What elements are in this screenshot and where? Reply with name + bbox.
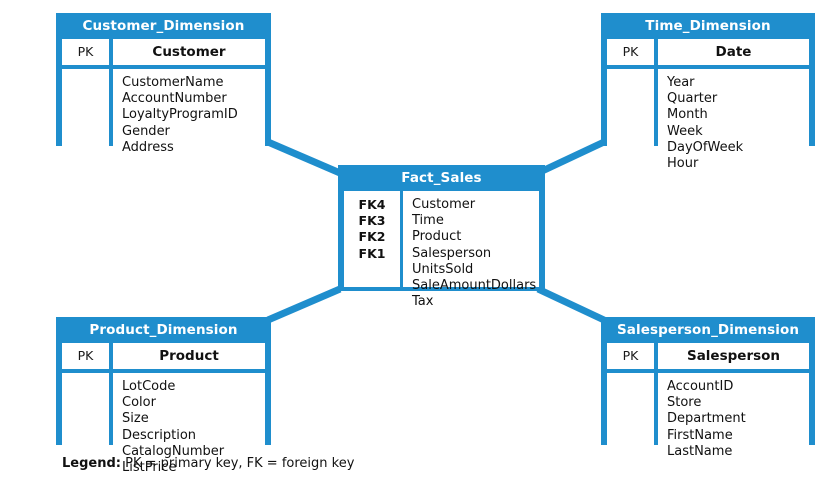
- connector-time-to-fact: [536, 138, 606, 177]
- attribute-item: Size: [122, 411, 149, 427]
- attribute-item: Store: [667, 395, 702, 411]
- entity-body-product-dimension: LotCode Color Size Description CatalogNu…: [62, 373, 265, 475]
- attribute-list-time: Year Quarter Month Week DayOfWeek Hour: [658, 69, 809, 171]
- attribute-item: Product: [412, 229, 462, 245]
- entity-customer-dimension[interactable]: Customer_Dimension PK Customer CustomerN…: [56, 13, 271, 155]
- key-type-label-customer: PK: [62, 39, 109, 65]
- attribute-item: Customer: [412, 197, 476, 212]
- attribute-item: Hour: [667, 156, 699, 172]
- attribute-item: UnitsSold: [412, 261, 474, 277]
- attribute-item: Gender: [122, 123, 170, 139]
- connector-salesperson-to-fact: [536, 285, 606, 324]
- connector-customer-to-fact: [266, 138, 342, 177]
- legend-text: PK = primary key, FK = foreign key: [125, 456, 355, 471]
- entity-body-salesperson-dimension: AccountID Store Department FirstName Las…: [607, 373, 809, 459]
- entity-title-salesperson-dimension: Salesperson_Dimension: [602, 318, 814, 343]
- foreign-key-item: FK3: [358, 213, 386, 229]
- key-column-salesperson: [607, 373, 654, 445]
- attribute-item: ListPrice: [122, 460, 177, 476]
- foreign-key-column-fact-sales: FK4 FK3 FK2 FK1: [344, 191, 400, 287]
- entity-product-dimension[interactable]: Product_Dimension PK Product LotCode Col…: [56, 317, 271, 475]
- entity-time-dimension[interactable]: Time_Dimension PK Date Year Quarter Mont…: [601, 13, 815, 171]
- attribute-item: AccountID: [667, 379, 734, 394]
- legend-label: Legend:: [62, 456, 121, 471]
- entity-header-product-dimension: PK Product: [62, 343, 265, 369]
- primary-key-name-salesperson: Salesperson: [658, 343, 809, 369]
- entity-title-product-dimension: Product_Dimension: [57, 318, 270, 343]
- entity-header-time-dimension: PK Date: [607, 39, 809, 65]
- key-column-product: [62, 373, 109, 445]
- attribute-item: Time: [412, 213, 444, 229]
- attribute-item: LotCode: [122, 379, 176, 394]
- attribute-list-product: LotCode Color Size Description CatalogNu…: [113, 373, 265, 475]
- legend: Legend: PK = primary key, FK = foreign k…: [62, 456, 354, 471]
- attribute-item: CustomerName: [122, 75, 224, 90]
- entity-salesperson-dimension[interactable]: Salesperson_Dimension PK Salesperson Acc…: [601, 317, 815, 459]
- foreign-key-item: FK2: [358, 229, 386, 245]
- connector-product-to-fact: [266, 285, 342, 324]
- attribute-item: LoyaltyProgramID: [122, 107, 238, 123]
- attribute-item: SaleAmountDollars: [412, 278, 537, 294]
- primary-key-name-customer: Customer: [113, 39, 265, 65]
- entity-body-time-dimension: Year Quarter Month Week DayOfWeek Hour: [607, 69, 809, 171]
- attribute-item: CatalogNumber: [122, 443, 225, 459]
- foreign-key-item: FK1: [358, 245, 386, 261]
- key-type-label-time: PK: [607, 39, 654, 65]
- foreign-key-item: FK4: [358, 197, 386, 212]
- attribute-item: Color: [122, 395, 156, 411]
- attribute-item: Week: [667, 123, 703, 139]
- entity-header-customer-dimension: PK Customer: [62, 39, 265, 65]
- entity-fact-sales[interactable]: Fact_Sales FK4 FK3 FK2 FK1 Customer Time…: [338, 165, 545, 309]
- entity-body-fact-sales: FK4 FK3 FK2 FK1 Customer Time Product Sa…: [344, 191, 539, 309]
- attribute-list-customer: CustomerName AccountNumber LoyaltyProgra…: [113, 69, 265, 155]
- key-type-label-salesperson: PK: [607, 343, 654, 369]
- attribute-item: Quarter: [667, 91, 718, 107]
- attribute-item: Month: [667, 107, 708, 123]
- attribute-item: Tax: [412, 294, 434, 310]
- key-column-time: [607, 69, 654, 146]
- entity-title-time-dimension: Time_Dimension: [602, 14, 814, 39]
- attribute-item: DayOfWeek: [667, 139, 744, 155]
- attribute-item: FirstName: [667, 427, 733, 443]
- entity-header-salesperson-dimension: PK Salesperson: [607, 343, 809, 369]
- entity-title-customer-dimension: Customer_Dimension: [57, 14, 270, 39]
- attribute-list-fact-sales: Customer Time Product Salesperson UnitsS…: [403, 191, 539, 309]
- entity-title-fact-sales: Fact_Sales: [339, 166, 544, 191]
- primary-key-name-time: Date: [658, 39, 809, 65]
- attribute-list-salesperson: AccountID Store Department FirstName Las…: [658, 373, 809, 459]
- attribute-item: Description: [122, 427, 197, 443]
- key-column-customer: [62, 69, 109, 146]
- entity-body-customer-dimension: CustomerName AccountNumber LoyaltyProgra…: [62, 69, 265, 155]
- attribute-item: AccountNumber: [122, 91, 227, 107]
- key-type-label-product: PK: [62, 343, 109, 369]
- attribute-item: LastName: [667, 443, 733, 459]
- attribute-item: Department: [667, 411, 746, 427]
- attribute-item: Year: [667, 75, 695, 90]
- attribute-item: Address: [122, 139, 174, 155]
- attribute-item: Salesperson: [412, 245, 492, 261]
- primary-key-name-product: Product: [113, 343, 265, 369]
